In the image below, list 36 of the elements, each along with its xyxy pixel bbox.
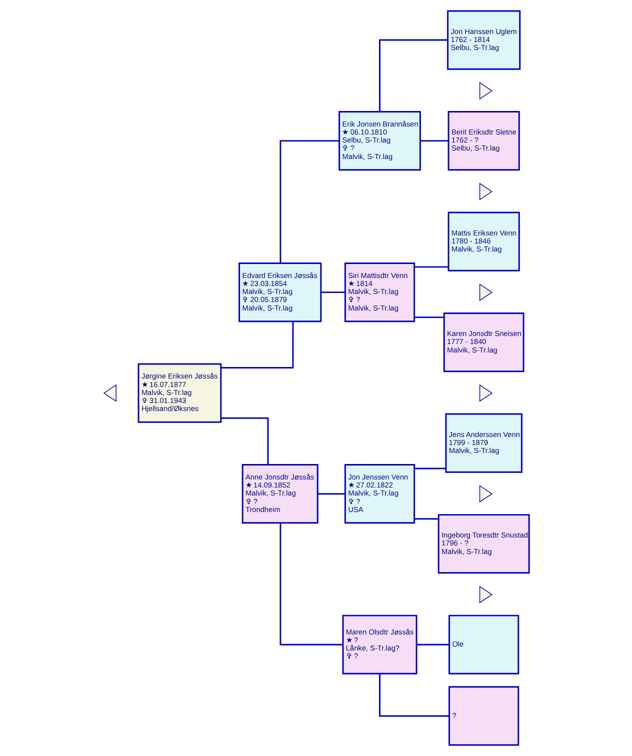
node-box: Anne Jonsdtr Jøssås ★ 14.09.1852 Malvik, S-Tr.lag ✞ ? Trondheim (241, 464, 318, 524)
node-box: Karen Jonsdtr Sneisen 1777 - 1840 Malvik, S-Tr.lag (442, 312, 524, 372)
connector (279, 522, 342, 646)
connector (414, 518, 438, 520)
node-box: Ole (448, 614, 519, 674)
connector (414, 468, 446, 470)
connector (416, 644, 449, 646)
node-box: Jens Anderssen Venn 1799 - 1879 Malvik, S-Tr.lag (444, 413, 522, 473)
connector (414, 316, 444, 318)
node-box: Edvard Eriksen Jøssås ★ 23.03.1854 Malvik, S-Tr.lag ✞ 20.05.1879 Malvik, S-Tr.lag (238, 262, 322, 322)
connector (317, 493, 344, 495)
connector (420, 140, 448, 142)
node-box: Jon Jenssen Venn ★ 27.02.1822 Malvik, S-Tr.lag ✞ ? USA (344, 464, 415, 524)
connector (320, 292, 344, 294)
connector (378, 674, 449, 717)
connector (414, 266, 448, 268)
connector (220, 417, 268, 465)
node-box: Jon Hanssen Uglem 1762 - 1814 Selbu, S-Tr.lag (446, 10, 520, 70)
node-triangle (478, 82, 492, 100)
node-box: ? (448, 686, 519, 746)
node-box: Siri Mattisdtr Venn ★ 1814 Malvik, S-Tr.lag ✞ ? Malvik, S-Tr.lag (344, 262, 415, 322)
connector (220, 321, 294, 368)
node-triangle (102, 384, 116, 402)
node-box: Berit Eriksdtr Sletne 1762 - ? Selbu, S-Tr.lag (447, 111, 520, 171)
node-box: Mattis Eriksen Venn 1780 - 1846 Malvik, S-Tr.lag (447, 212, 520, 272)
node-triangle (478, 284, 492, 302)
connector (279, 140, 339, 264)
node-box: Maren Olsdtr Jøssås ★ ? Lånke, S-Tr.lag? ✞ ? (342, 614, 417, 674)
node-triangle (478, 485, 492, 503)
node-box: Jørgine Eriksen Jøssås ★ 16.07.1877 Malvik, S-Tr.lag ✞ 31.01.1943 Hjellsand/Øksnes (137, 363, 222, 423)
node-triangle (478, 586, 492, 604)
connector (378, 39, 448, 112)
node-triangle (478, 182, 492, 200)
node-box: Ingeborg Toresdtr Snustad 1796 - ? Malvik, S-Tr.lag (437, 514, 530, 574)
node-box: Erik Jonsen Brannåsen ★ 06.10.1810 Selbu, S-Tr.lag ✞ ? Malvik, S-Tr.lag (338, 111, 420, 171)
node-triangle (478, 384, 492, 402)
